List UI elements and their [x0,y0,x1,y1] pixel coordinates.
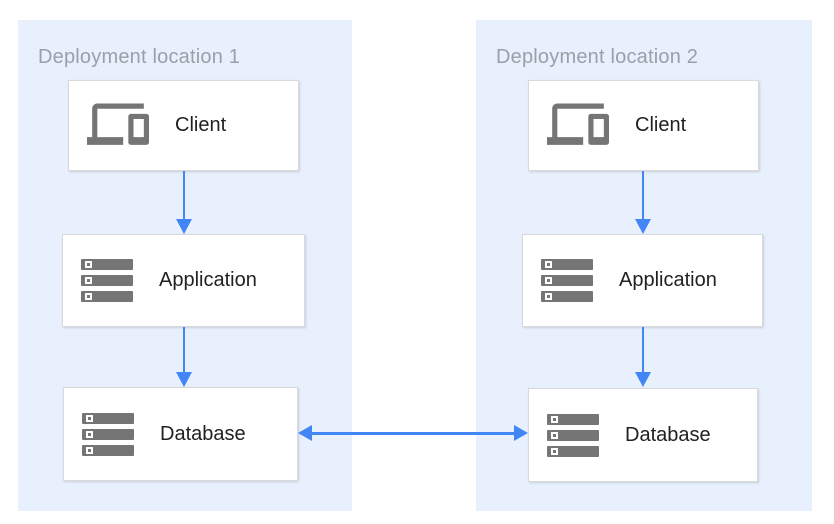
server-led [551,447,558,455]
node-client-location-2: Client [528,80,759,171]
deployment-location-1-title: Deployment location 1 [38,46,241,68]
server-led [86,414,93,422]
node-database-location-2: Database [528,388,758,482]
server-bar [81,291,133,302]
server-led [85,277,92,284]
arrow-head-left-icon [298,425,312,441]
server-led [545,277,552,284]
server-bar [541,275,593,286]
server-bar [81,259,133,270]
arrow-line [642,171,644,220]
node-label: Application [159,269,257,291]
server-stack-icon [82,412,134,456]
server-led [85,261,92,268]
server-bar [81,275,133,286]
server-stack-icon [547,413,599,457]
arrow-line [311,432,515,435]
server-bar [547,413,599,425]
server-bar [547,429,599,441]
server-stack-icon [81,259,133,302]
server-stack-icon [541,259,593,302]
arrow-line [642,327,644,373]
server-bar [541,259,593,270]
server-led [85,293,92,300]
server-led [545,293,552,300]
server-led [86,430,93,438]
node-application-location-1: Application [62,234,305,327]
arrow-head-down-icon [176,219,192,234]
arrow-head-down-icon [635,219,651,234]
node-label: Database [625,423,711,446]
node-application-location-2: Application [522,234,763,327]
arrow-head-down-icon [635,372,651,387]
node-label: Database [160,422,246,445]
server-bar [541,291,593,302]
devices-icon [547,102,609,149]
arrow-head-down-icon [176,372,192,387]
server-bar [547,445,599,457]
server-led [551,431,558,439]
devices-icon [87,102,149,149]
server-led [86,446,93,454]
server-led [545,261,552,268]
node-label: Application [619,269,717,291]
node-label: Client [635,114,687,136]
node-database-location-1: Database [63,387,298,481]
server-led [551,415,558,423]
server-bar [82,444,134,456]
arrow-line [183,171,185,220]
server-bar [82,412,134,424]
node-client-location-1: Client [68,80,299,171]
arrow-line [183,327,185,373]
deployment-location-2-title: Deployment location 2 [496,46,699,68]
node-label: Client [175,114,227,136]
server-bar [82,428,134,440]
arrow-head-right-icon [514,425,528,441]
